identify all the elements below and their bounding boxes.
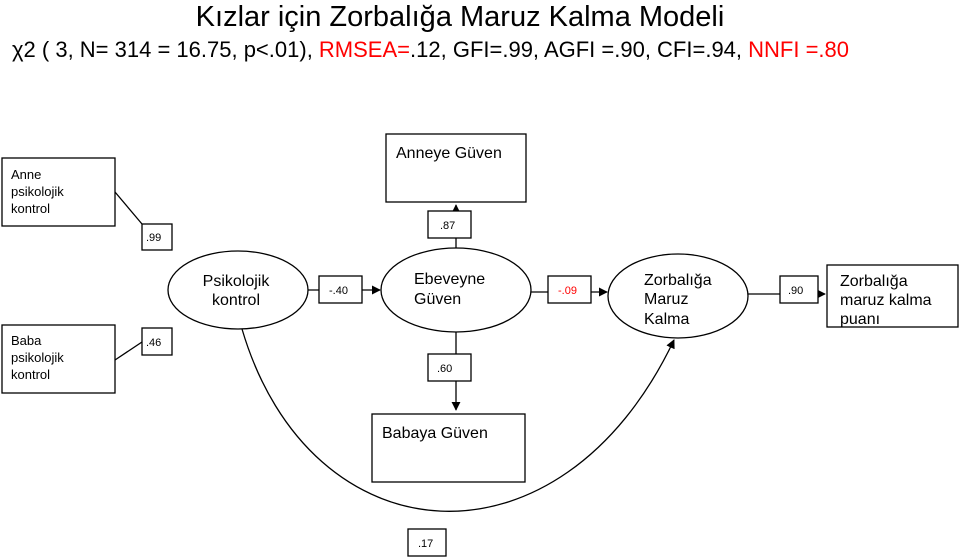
pk-to-zm-curved-arrow <box>241 328 675 512</box>
fit-stat-rmsea-value: .12 <box>410 37 441 62</box>
diagram-title: Kızlar için Zorbalığa Maruz Kalma Modeli <box>195 1 725 33</box>
psikolojik-kontrol-node: Psikolojik kontrol <box>167 250 309 330</box>
coef-zm-zp-box: .90 <box>779 275 819 304</box>
fit-stat-nnfi: NNFI =.80 <box>748 37 850 62</box>
coef-eg-anneye-box: .87 <box>427 210 472 239</box>
coef-eg-babaya-box: .60 <box>427 353 472 382</box>
coef-eg-babaya: .60 <box>437 363 452 375</box>
babaya-guven-label: Babaya Güven <box>382 425 488 442</box>
eg-label-line1: Ebeveyne <box>414 271 485 288</box>
baba-psikolojik-kontrol-node: Baba psikolojik kontrol <box>1 324 116 394</box>
babaya-guven-node: Babaya Güven <box>371 413 526 483</box>
fit-statistics: χ2 ( 3, N= 314 = 16.75, p<.01), RMSEA=.1… <box>12 36 849 64</box>
anne-label-line3: kontrol <box>11 201 50 216</box>
pk-label-line1: Psikolojik <box>203 273 271 290</box>
anne-to-coef-line <box>114 191 143 225</box>
anneye-guven-node: Anneye Güven <box>385 133 527 203</box>
baba-to-coef-line <box>114 341 143 361</box>
coef-eg-zm-box: -.09 <box>547 275 592 304</box>
zorbaliga-maruz-kalma-node: Zorbalığa Maruz Kalma <box>607 253 749 339</box>
coef-anne-pk-box: .99 <box>141 223 173 251</box>
anne-label-line2: psikolojik <box>11 184 64 199</box>
coef-baba-pk-box: .46 <box>141 327 173 356</box>
fit-stat-gfi-agfi-cfi: , GFI=.99, AGFI =.90, CFI=.94, <box>440 37 749 62</box>
anne-label-line1: Anne <box>11 167 41 182</box>
fit-stat-rmsea-label: RMSEA= <box>318 37 411 62</box>
zp-label-line1: Zorbalığa <box>840 273 908 290</box>
zm-label-line1: Zorbalığa <box>644 272 712 289</box>
fit-stat-chi-square: χ2 ( 3, N= 314 = 16.75, p<.01), <box>12 37 319 62</box>
pk-label-line2: kontrol <box>212 292 260 309</box>
ebeveyne-guven-node: Ebeveyne Güven <box>380 247 532 333</box>
coef-pk-zm-box: .17 <box>407 528 447 557</box>
coef-eg-zm: -.09 <box>558 285 577 297</box>
baba-label-line3: kontrol <box>11 367 50 382</box>
coef-anne-pk: .99 <box>146 232 161 244</box>
coef-pk-eg: -.40 <box>329 285 348 297</box>
baba-label-line2: psikolojik <box>11 350 64 365</box>
zm-label-line2: Maruz <box>644 291 688 308</box>
anne-psikolojik-kontrol-node: Anne psikolojik kontrol <box>1 157 116 227</box>
baba-label-line1: Baba <box>11 333 42 348</box>
anneye-guven-label: Anneye Güven <box>396 145 502 162</box>
coef-pk-zm: .17 <box>418 538 433 550</box>
coef-baba-pk: .46 <box>146 337 161 349</box>
eg-label-line2: Güven <box>414 291 461 308</box>
coef-zm-zp: .90 <box>788 285 803 297</box>
zm-label-line3: Kalma <box>644 311 689 328</box>
coef-eg-anneye: .87 <box>440 220 455 232</box>
coef-pk-eg-box: -.40 <box>318 275 363 304</box>
zorbaliga-puani-node: Zorbalığa maruz kalma puanı <box>826 264 959 328</box>
zp-label-line2: maruz kalma <box>840 292 932 309</box>
zp-label-line3: puanı <box>840 311 880 328</box>
